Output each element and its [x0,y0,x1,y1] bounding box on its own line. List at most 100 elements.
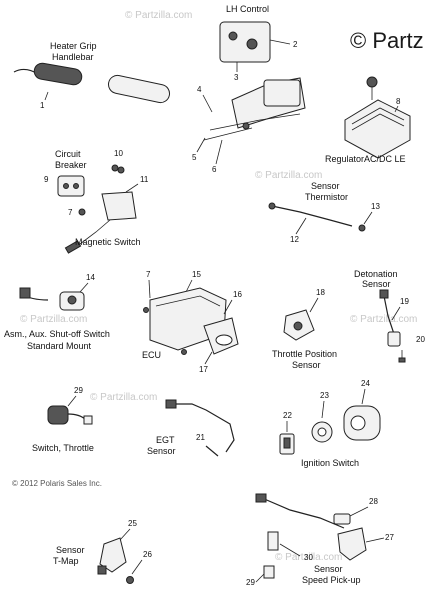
callout-4: 4 [197,85,202,94]
speed-sensor-group: 28 27 30 29 Sensor Speed Pick-up [246,493,394,587]
shutoff-label-2: Standard Mount [27,341,92,351]
watermark: © Partzilla.com [125,10,192,21]
callout-7: 7 [146,270,151,279]
lh-control-group: LH Control 2 3 4 5 6 [192,4,306,174]
callout-22: 22 [283,411,292,420]
leader-line [255,573,265,583]
terminal-icon [63,183,69,189]
callout-21: 21 [196,433,205,442]
leader-line [67,395,77,407]
tmap-label: Sensor [56,545,85,555]
clip-icon [358,224,366,232]
detonation-label-2: Sensor [362,279,391,289]
callout-23: 23 [320,391,329,400]
shutoff-label: Asm., Aux. Shut-off Switch [4,329,110,339]
connector-icon [19,287,31,299]
thermistor-wire-icon [271,205,353,227]
detonation-group: Detonation Sensor 19 20 [354,269,425,363]
thermistor-tip-icon [268,202,276,210]
tps-label-2: Sensor [292,360,321,370]
egt-label: EGT [156,435,175,445]
leader-line [119,528,131,541]
ignition-switch-label: Ignition Switch [301,458,359,468]
terminal-icon [73,183,79,189]
watermark: © Partzilla.com [20,314,87,325]
leader-line [223,299,233,315]
leader-line [349,506,369,517]
leader-line [309,297,319,313]
switch-knob-icon [67,295,77,305]
fuse-icon [111,164,119,172]
nut-hole-icon [317,427,327,437]
regulator-fin-icon [351,113,405,131]
shutoff-switch-group: 14 Asm., Aux. Shut-off Switch Standard M… [4,273,110,351]
tps-group: 18 Throttle Position Sensor [272,288,337,370]
callout-13: 13 [371,202,380,211]
thermistor-group: Sensor Thermistor 13 12 [268,181,380,244]
lh-control-label: LH Control [226,4,269,14]
callout-7: 7 [68,208,73,217]
fuse-icon [117,166,125,174]
watermark: © Partzilla.com [350,314,417,325]
speed-sensor-label: Sensor [314,564,343,574]
ecu-label: ECU [142,350,161,360]
leader-line [365,537,385,543]
control-button-icon [228,31,238,41]
heater-grip-label: Heater Grip [50,41,97,51]
heater-grip-group: Heater Grip Handlebar 1 [13,41,171,110]
speed-sensor-wire-icon [261,497,345,529]
bracket-icon [267,531,279,551]
leader-line [295,217,307,235]
egt-group: 21 EGT Sensor [147,399,235,457]
brand-logo: © Partz [350,28,424,53]
regulator-icon [344,99,411,159]
callout-2: 2 [293,40,298,49]
regulator-fin-icon [351,107,405,125]
connector-icon [165,399,177,409]
callout-30: 30 [304,553,313,562]
lh-control-box-icon [219,21,271,63]
screw-icon [143,307,149,313]
screw-icon [181,349,187,355]
key-slot-icon [283,437,291,449]
callout-19: 19 [400,297,409,306]
watermark: © Partzilla.com [255,170,322,181]
regulator-group: 8 RegulatorAC/DC LE [325,76,411,164]
thermistor-label: Sensor [311,181,340,191]
callout-31: 29 [74,386,83,395]
leader-line [215,139,223,165]
callout-29: 29 [246,578,255,587]
nut-icon [366,76,378,88]
bolt-head-icon [398,357,406,363]
speed-sensor-label-2: Speed Pick-up [302,575,361,585]
connector-icon [83,415,93,425]
tmap-sensor-icon [99,537,127,573]
callout-26: 26 [143,550,152,559]
egt-probe-icon [205,445,219,457]
ignition-barrel-icon [350,415,366,431]
detonation-wire-icon [383,295,395,335]
callout-6: 6 [212,165,217,174]
brake-lever-icon [209,113,301,131]
leader-line [131,559,143,575]
throttle-switch-group: 29 Switch, Throttle [32,386,94,453]
watermark: © Partzilla.com [90,392,157,403]
leader-line [321,400,325,419]
callout-5: 5 [192,153,197,162]
leader-line [202,94,213,113]
leader-line [279,543,301,557]
callout-9: 9 [44,175,49,184]
circuit-breaker-label-2: Breaker [55,160,87,170]
leader-line [361,388,366,405]
callout-15: 15 [192,270,201,279]
leader-line [125,183,139,193]
connector-icon [379,289,389,299]
throttle-switch-label: Switch, Throttle [32,443,94,453]
callout-8: 8 [396,97,401,106]
callout-20: 20 [416,335,425,344]
leader-line [148,279,151,299]
copyright-text: © 2012 Polaris Sales Inc. [12,479,102,488]
ecu-detail-icon [155,295,221,307]
detonation-sensor-icon [387,331,401,347]
screw-icon [78,208,86,216]
